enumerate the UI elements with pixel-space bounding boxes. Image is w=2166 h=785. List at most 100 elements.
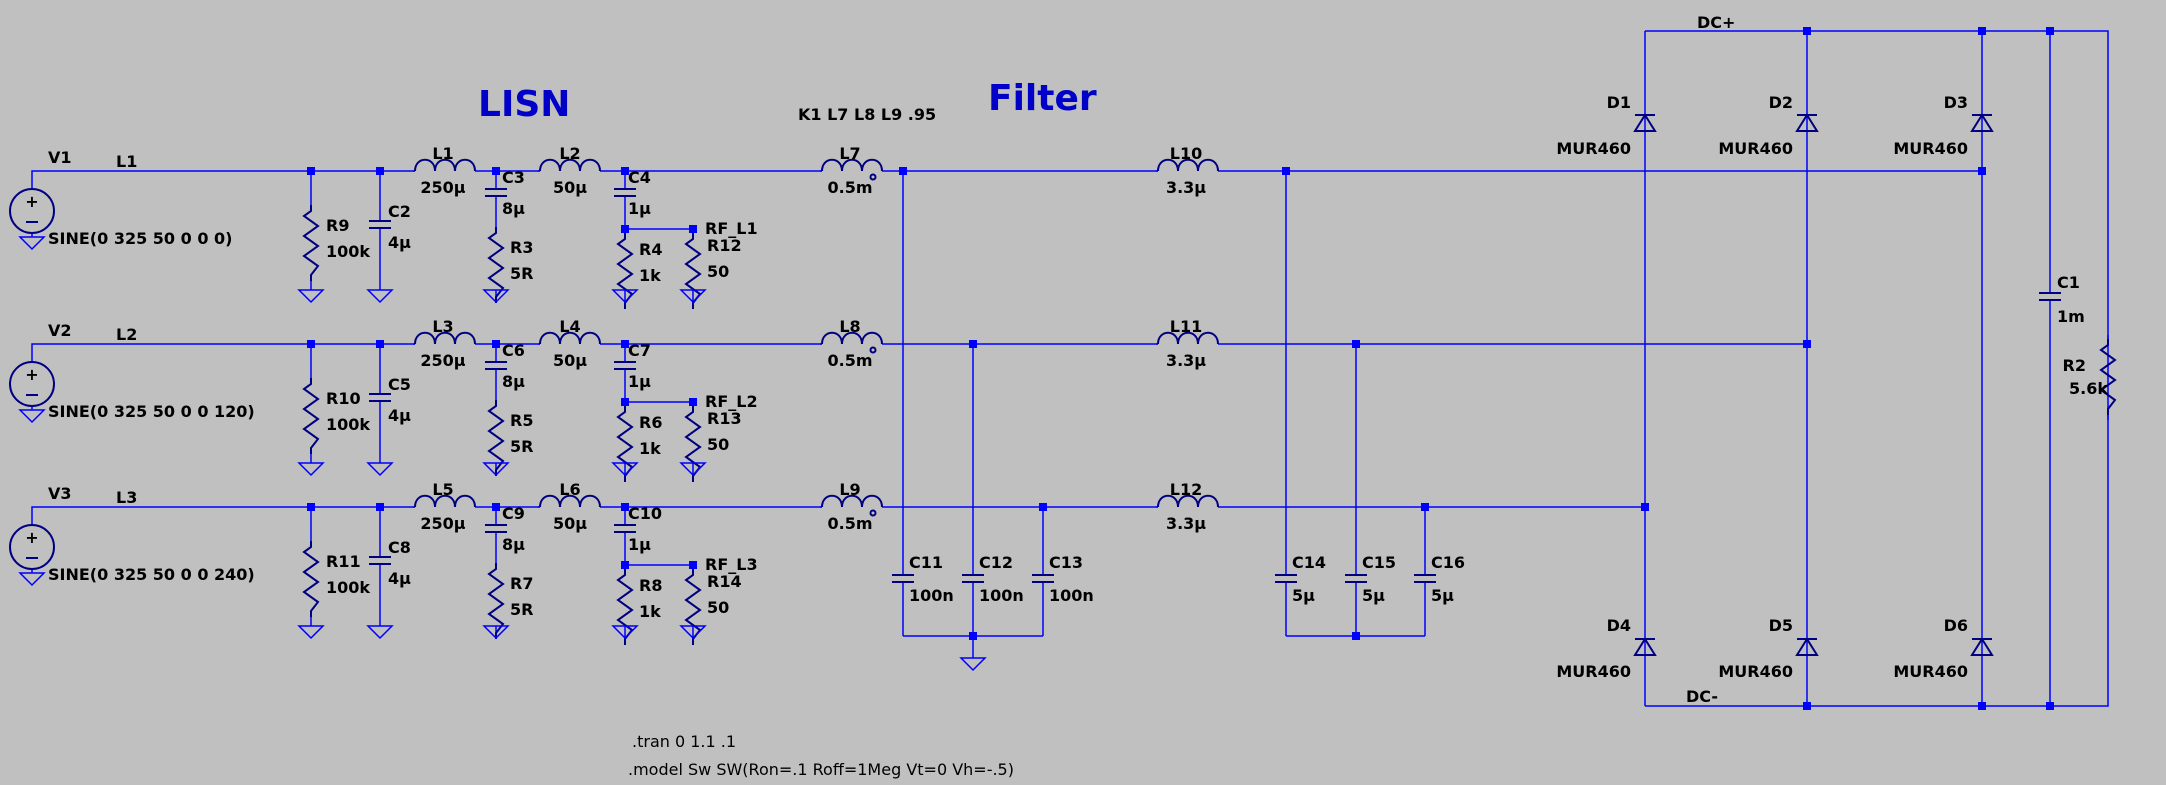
inductor-name: L1 [432,144,453,163]
junction-dot [621,561,629,569]
diode-model: MUR460 [1718,662,1793,681]
capacitor-name: C4 [628,168,651,187]
junction-dot [1978,702,1986,710]
resistor-value: 50 [707,262,729,281]
capacitor-value: 8µ [502,535,525,554]
inductor-value: 50µ [553,351,587,370]
diode-name: D3 [1944,93,1968,112]
diode-model: MUR460 [1556,139,1631,158]
junction-dot [376,167,384,175]
resistor-name: R3 [510,238,533,257]
junction-dot [621,398,629,406]
junction-dot [969,632,977,640]
junction-dot [689,398,697,406]
ground-symbol [297,625,325,640]
junction-dot [1282,167,1290,175]
resistor-value: 100k [326,578,370,597]
junctions [307,27,2054,710]
resistor-name: R8 [639,576,662,595]
capacitor-value: 100n [979,586,1024,605]
junction-dot [1352,632,1360,640]
ground-symbol [679,625,707,640]
junction-dot [2046,702,2054,710]
resistor-value: 5R [510,600,533,619]
resistor-value: 1k [639,266,661,285]
dc-plus-label: DC+ [1697,13,1735,32]
junction-dot [492,340,500,348]
diode-model: MUR460 [1893,139,1968,158]
phase-dot-icon [869,509,877,517]
capacitor-name: C2 [388,202,411,221]
rf-net-label: RF_L3 [705,555,758,574]
wire [31,506,415,525]
capacitor-name: C6 [502,341,525,360]
diode-name: D6 [1944,616,1968,635]
wire [1645,30,2109,707]
junction-dot [1803,27,1811,35]
capacitor-value: 100n [1049,586,1094,605]
plus-icon: + [25,192,38,211]
inductor-symbol [821,158,883,172]
ground-symbol [366,289,394,304]
voltage-source-symbol [9,188,55,234]
inductor-value: 50µ [553,514,587,533]
diode-name: D4 [1607,616,1631,635]
wire [31,343,415,362]
inductor-value: 250µ [420,178,465,197]
source-name: V3 [48,484,72,503]
inductor-symbol [1157,494,1219,508]
resistor-name: R12 [707,236,742,255]
capacitor-name: C7 [628,341,651,360]
ground-symbol [366,625,394,640]
junction-dot [899,167,907,175]
resistor-value: 100k [326,242,370,261]
inductor-name: L2 [559,144,580,163]
capacitor-name: C10 [628,504,662,523]
ground-symbol [611,462,639,477]
inductor-value: 0.5m [827,178,872,197]
diode-name: D2 [1769,93,1793,112]
ground-symbol [611,625,639,640]
inductor-name: L5 [432,480,453,499]
source-name: V2 [48,321,72,340]
junction-dot [307,340,315,348]
tran-directive: .tran 0 1.1 .1 [632,732,736,751]
junction-dot [1421,503,1429,511]
ground-symbol [611,289,639,304]
resistor-name: R11 [326,552,361,571]
capacitor-value: 8µ [502,372,525,391]
capacitor-value: 4µ [388,233,411,252]
ground-symbol [366,462,394,477]
resistor-name: R6 [639,413,662,432]
junction-dot [689,225,697,233]
resistor-symbol [302,205,320,281]
junction-dot [2046,27,2054,35]
diode-body [1633,113,1657,132]
diode-body [1633,637,1657,656]
lisn-title: LISN [478,84,570,125]
inductor-symbol [1157,331,1219,345]
junction-dot [376,340,384,348]
inductor-name: L4 [559,317,580,336]
ground-symbol [482,289,510,304]
source-name: V1 [48,148,72,167]
inductor-value: 3.3µ [1166,351,1206,370]
inductor-name: L7 [839,144,860,163]
labels: LISN Filter K1 L7 L8 L9 .95 .tran 0 1.1 … [48,13,2108,779]
junction-dot [1352,340,1360,348]
inductor-name: L8 [839,317,860,336]
resistor-symbol [487,227,505,303]
junction-dot [376,503,384,511]
capacitor-name: C12 [979,553,1013,572]
inductor-symbol [1157,158,1219,172]
ground-symbol [18,236,46,251]
phase-dot-icon [869,346,877,354]
capacitor-name: C11 [909,553,943,572]
resistor-symbol [487,400,505,476]
inductor-symbol [821,494,883,508]
resistor-name: R10 [326,389,361,408]
diode-body [1970,637,1994,656]
junction-dot [492,167,500,175]
capacitor-name: C1 [2057,273,2080,292]
